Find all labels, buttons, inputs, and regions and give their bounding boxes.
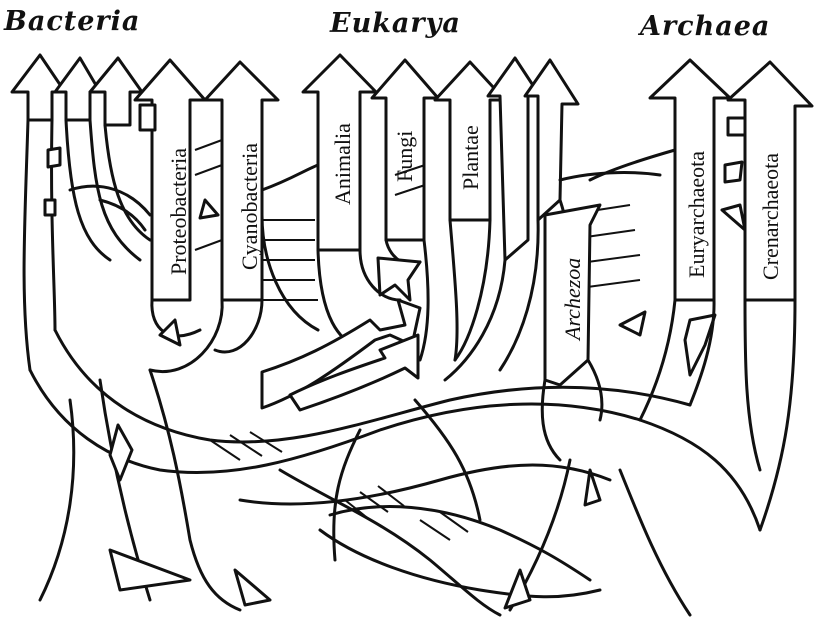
group-label-fungi: Fungi bbox=[392, 131, 417, 182]
group-label-proteobacteria: Proteobacteria bbox=[166, 148, 191, 275]
domain-label-archaea: Archaea bbox=[637, 11, 770, 42]
group-label-animalia: Animalia bbox=[330, 123, 355, 205]
archaea-branches bbox=[588, 58, 814, 532]
group-label-plantae: Plantae bbox=[458, 125, 483, 190]
eukarya-branches bbox=[260, 53, 662, 412]
root-trunk bbox=[28, 328, 762, 617]
group-label-archezoa: Archezoa bbox=[560, 258, 585, 342]
domain-label-bacteria: Bacteria bbox=[3, 6, 140, 37]
group-label-euryarchaeota: Euryarchaeota bbox=[684, 151, 709, 278]
bacteria-branches bbox=[10, 53, 280, 373]
domain-label-eukarya: Eukarya bbox=[329, 8, 461, 39]
group-label-crenarchaeota: Crenarchaeota bbox=[758, 153, 783, 280]
archezoa-branch bbox=[540, 203, 717, 462]
group-label-cyanobacteria: Cyanobacteria bbox=[237, 143, 262, 270]
